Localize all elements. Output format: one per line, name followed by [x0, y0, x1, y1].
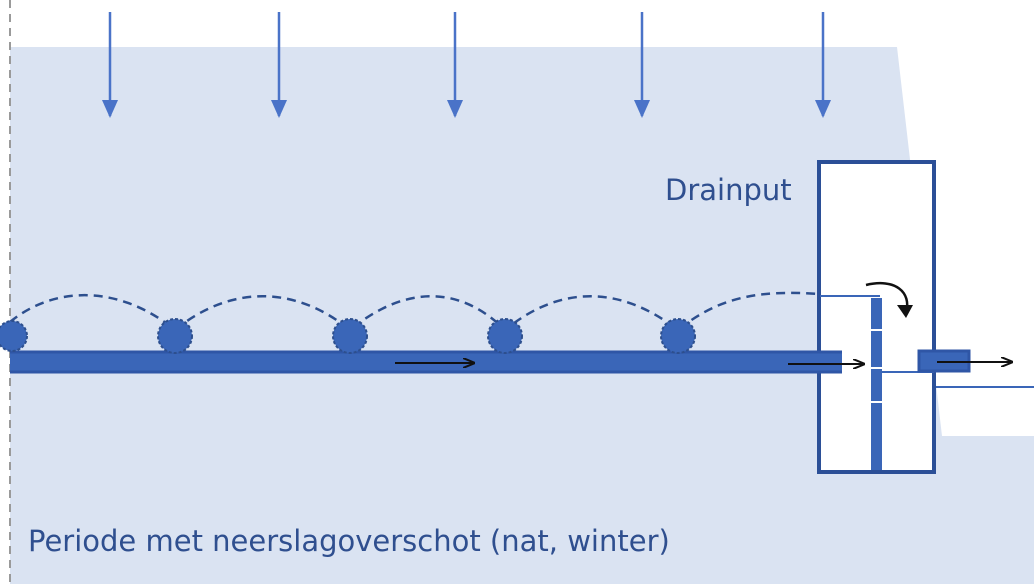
gravel-bead [332, 318, 368, 354]
gravel-bead [0, 320, 28, 352]
soil-area [10, 47, 1034, 584]
curved-arrow-icon-head [897, 305, 913, 318]
pit-label: Drainput [665, 173, 792, 207]
gravel-bead [157, 318, 193, 354]
caption: Periode met neerslagoverschot (nat, wint… [28, 524, 670, 558]
down-arrow-icon [102, 100, 118, 118]
drain-beads [0, 318, 696, 354]
flow-arrows [395, 282, 1012, 364]
weir-plate [871, 298, 882, 470]
gravel-bead [487, 318, 523, 354]
down-arrow-icon [447, 100, 463, 118]
down-arrow-icon [634, 100, 650, 118]
gravel-bead [660, 318, 696, 354]
down-arrow-icon [271, 100, 287, 118]
down-arrow-icon [815, 100, 831, 118]
rain-arrows [102, 12, 831, 118]
